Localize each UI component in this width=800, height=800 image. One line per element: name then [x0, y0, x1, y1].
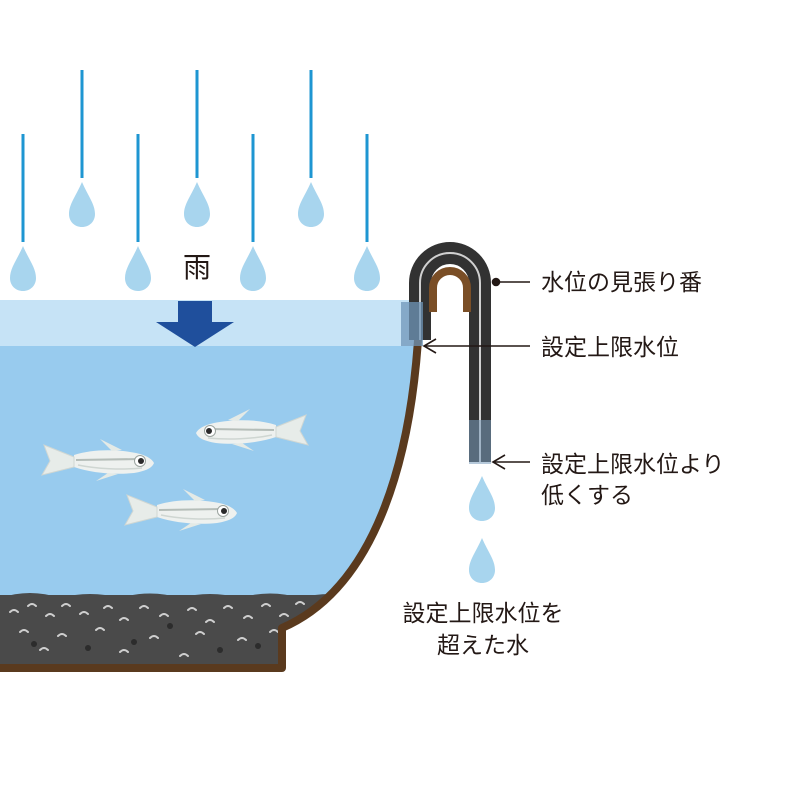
- raindrop-icon: [354, 246, 380, 291]
- raindrop-icon: [69, 182, 95, 227]
- pot-contents: [0, 300, 420, 668]
- raindrop-icon: [240, 246, 266, 291]
- raindrop-icon: [10, 246, 36, 291]
- overflow-drops: [469, 476, 495, 583]
- outlet-label-line2: 低くする: [541, 483, 633, 509]
- raindrop-icon: [298, 182, 324, 227]
- raindrop-icon: [125, 246, 151, 291]
- raindrop-icon: [469, 538, 495, 583]
- overflow-label-line1: 設定上限水位を: [403, 601, 564, 627]
- gravel-dark-specks: [31, 623, 261, 653]
- rain-streaks: [21, 70, 369, 242]
- overflow-label-line2: 超えた水: [437, 633, 529, 659]
- down-arrow-icon: [156, 301, 234, 347]
- siphon-label: 水位の見張り番: [541, 270, 702, 296]
- pot-wall: [0, 299, 424, 672]
- leader-lines: [422, 277, 530, 470]
- upper-limit-label: 設定上限水位: [541, 335, 679, 361]
- outlet-label-line1: 設定上限水位より: [541, 452, 725, 478]
- rain-label: 雨: [183, 251, 211, 284]
- siphon-tube: [401, 242, 491, 464]
- raindrop-icon: [469, 476, 495, 521]
- raindrop-icon: [184, 182, 210, 227]
- gravel-stones: [9, 601, 321, 657]
